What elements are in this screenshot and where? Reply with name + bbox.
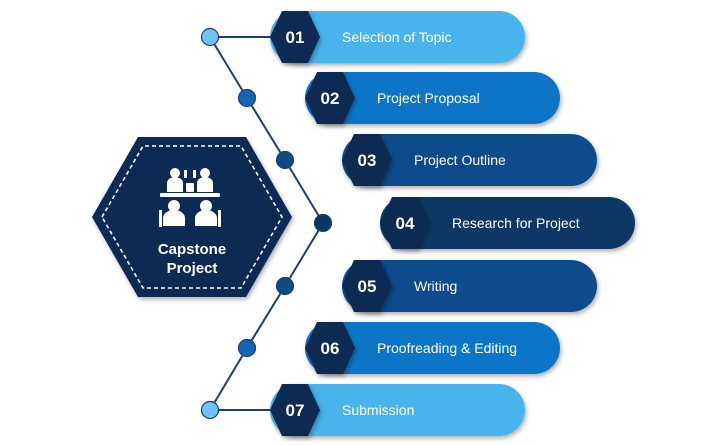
step-bar: [305, 322, 560, 374]
hub-dashed-border: [101, 145, 283, 289]
step-label: Research for Project: [452, 215, 580, 231]
step-label: Proofreading & Editing: [377, 340, 517, 356]
steps-list: 01 Selection of Topic 02 Project Proposal 03…: [270, 11, 635, 436]
step-number: 05: [358, 277, 377, 296]
capstone-hub: Capstone Project: [92, 137, 292, 297]
step-number: 04: [396, 214, 415, 233]
step-02: 02 Project Proposal: [305, 72, 560, 124]
step-label: Project Proposal: [377, 90, 480, 106]
step-05: 05 Writing: [342, 260, 597, 312]
hub-title-line1: Capstone: [158, 241, 226, 258]
hub-hexagon: [92, 137, 292, 297]
step-bar: [305, 72, 560, 124]
connector-line: [208, 36, 325, 411]
step-bar: [342, 134, 597, 186]
connector-node-05: [275, 276, 295, 296]
step-number-badge: [342, 260, 392, 312]
step-label: Project Outline: [414, 152, 506, 168]
step-label: Writing: [414, 278, 457, 294]
connector-node-04: [313, 213, 333, 233]
step-bar: [270, 384, 525, 436]
step-number: 03: [358, 151, 377, 170]
step-number: 07: [286, 401, 305, 420]
step-number-badge: [270, 384, 320, 436]
step-bar: [380, 197, 635, 249]
hub-title-line2: Project: [167, 260, 218, 277]
connector-node-03: [275, 150, 295, 170]
connector-node-01: [200, 27, 220, 47]
step-number-badge: [305, 72, 355, 124]
step-label: Submission: [342, 402, 414, 418]
step-04: 04 Research for Project: [380, 197, 635, 249]
step-bar: [342, 260, 597, 312]
connector-nodes: [200, 27, 333, 420]
connector-node-06: [237, 338, 257, 358]
step-number-badge: [305, 322, 355, 374]
step-bar: [270, 11, 525, 63]
step-07: 07 Submission: [270, 384, 525, 436]
step-number: 02: [321, 89, 340, 108]
team-meeting-icon: [159, 168, 221, 227]
step-label: Selection of Topic: [342, 29, 451, 45]
step-number-badge: [380, 197, 430, 249]
step-number-badge: [342, 134, 392, 186]
step-number-badge: [270, 11, 320, 63]
step-number: 06: [321, 339, 340, 358]
connector-node-02: [237, 88, 257, 108]
step-03: 03 Project Outline: [342, 134, 597, 186]
connector-node-07: [200, 400, 220, 420]
step-01: 01 Selection of Topic: [270, 11, 525, 63]
step-06: 06 Proofreading & Editing: [305, 322, 560, 374]
step-number: 01: [286, 28, 305, 47]
